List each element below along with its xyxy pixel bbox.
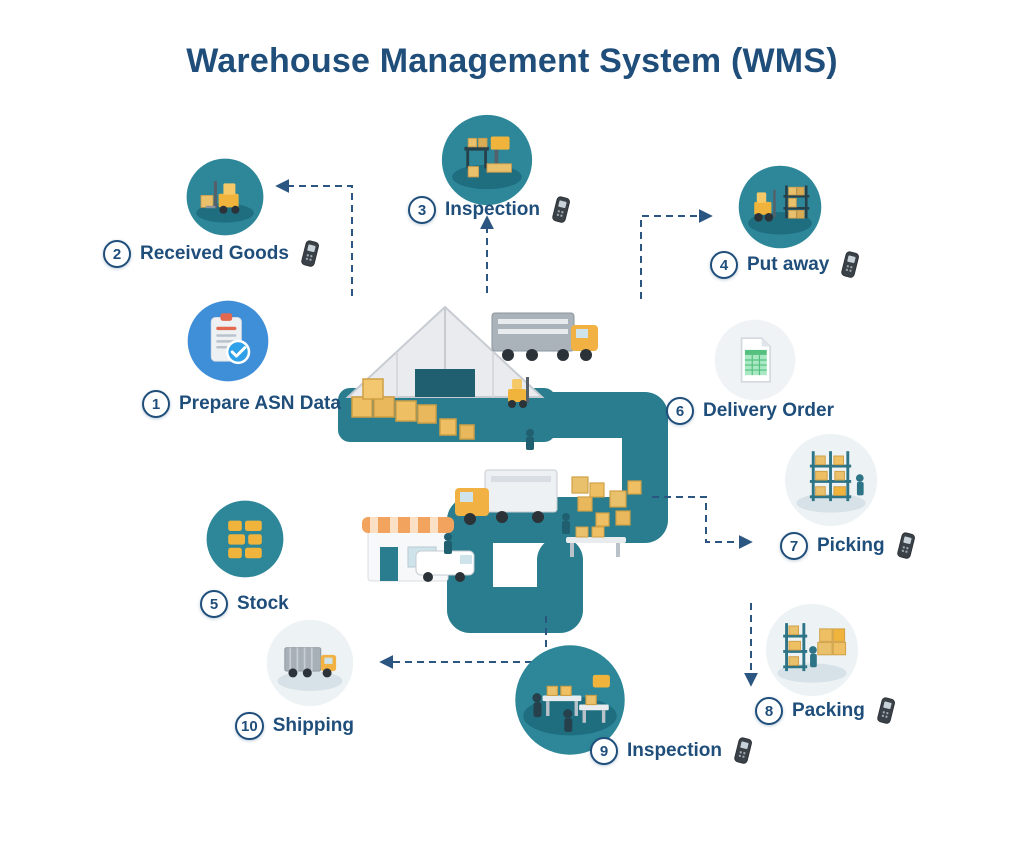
delivery-truck-icon <box>266 619 354 707</box>
step-delivery-order: 6 Delivery Order <box>666 397 834 425</box>
diagram-title: Warehouse Management System (WMS) <box>186 42 838 80</box>
step-label: Inspection <box>445 199 541 220</box>
handheld-scanner-icon <box>301 240 319 267</box>
forklift-rack-icon <box>738 165 822 249</box>
clipboard-check-icon <box>187 300 269 382</box>
step-inspection-top: 3 Inspection <box>408 196 571 224</box>
sorting-table <box>566 526 626 557</box>
step-received-goods: 2 Received Goods <box>103 240 320 268</box>
step-packing: 8 Packing <box>755 697 896 725</box>
handheld-scanner-icon <box>734 737 752 764</box>
warehouse-illustration <box>338 305 668 633</box>
handheld-scanner-icon <box>552 196 570 223</box>
handheld-scanner-icon <box>877 697 895 724</box>
van <box>415 550 475 582</box>
crates <box>351 378 475 440</box>
step-put-away: 4 Put away <box>710 251 860 279</box>
step-number-badge: 3 <box>408 196 436 224</box>
step-number-badge: 1 <box>142 390 170 418</box>
step-number-badge: 4 <box>710 251 738 279</box>
step-label: Packing <box>792 700 865 721</box>
spreadsheet-document-icon <box>714 319 796 401</box>
step-label: Inspection <box>627 740 723 761</box>
workers <box>444 429 570 554</box>
inspection-machine-icon <box>441 114 533 206</box>
step-number-badge: 5 <box>200 590 228 618</box>
delivery-truck-center <box>455 469 558 525</box>
step-label: Stock <box>237 593 289 614</box>
handheld-scanner-icon <box>896 532 915 559</box>
step-number-badge: 7 <box>780 532 808 560</box>
parcel-cluster <box>571 476 642 527</box>
step-label: Shipping <box>272 715 354 736</box>
step-label: Picking <box>817 535 885 556</box>
forklift-receiving-icon <box>186 158 264 236</box>
step-label: Prepare ASN Data <box>179 393 341 414</box>
step-stock: 5 Stock <box>200 590 289 618</box>
container-truck-top <box>491 312 598 361</box>
warehouse-building <box>345 305 545 398</box>
step-prepare-asn-data: 1 Prepare ASN Data <box>142 390 341 418</box>
forklift-small <box>508 377 529 408</box>
rack-shelves-icon <box>784 433 878 527</box>
step-shipping: 10 Shipping <box>235 712 354 740</box>
step-inspection-bottom: 9 Inspection <box>590 737 753 765</box>
step-number-badge: 6 <box>666 397 694 425</box>
step-number-badge: 2 <box>103 240 131 268</box>
step-label: Put away <box>747 254 830 275</box>
step-number-badge: 9 <box>590 737 618 765</box>
step-label: Delivery Order <box>703 400 834 421</box>
step-label: Received Goods <box>140 243 289 264</box>
step-number-badge: 8 <box>755 697 783 725</box>
stock-grid-icon <box>206 500 284 578</box>
handheld-scanner-icon <box>841 251 860 278</box>
step-picking: 7 Picking <box>780 532 916 560</box>
packing-boxes-icon <box>765 603 859 697</box>
step-number-badge: 10 <box>235 712 264 740</box>
conveyor-inspection-icon <box>515 645 625 755</box>
